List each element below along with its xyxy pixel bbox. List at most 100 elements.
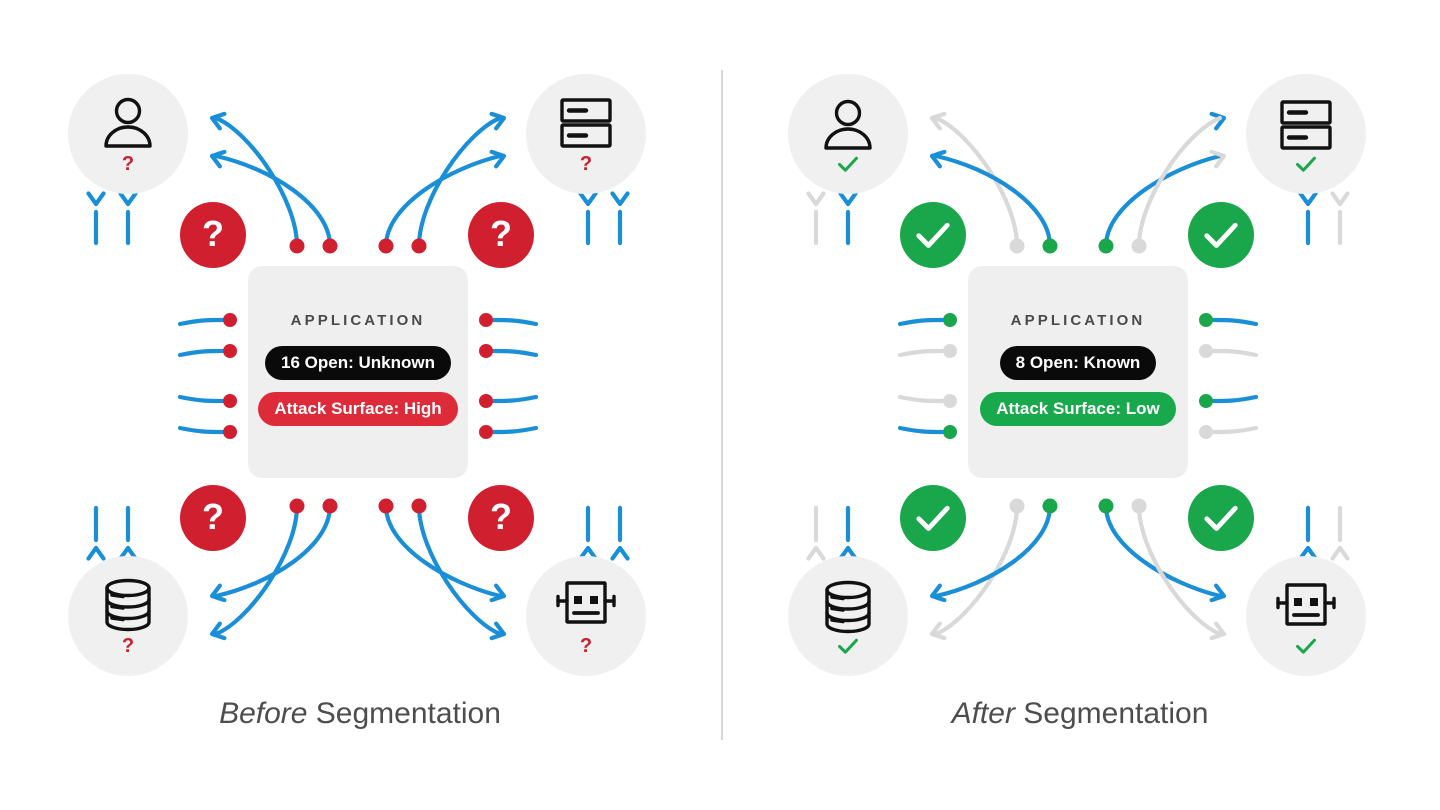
link-arrow-tl-0 — [929, 111, 947, 131]
stub-arrow-bl-0 — [86, 545, 106, 561]
check-icon — [1204, 505, 1238, 531]
card-port-dot-right-2 — [479, 394, 493, 408]
link-arrow-tr-0 — [489, 111, 507, 131]
link-arrow-tl-0 — [209, 111, 227, 131]
panel-caption-rest: Segmentation — [1014, 697, 1209, 730]
link-arrow-br-1 — [1209, 621, 1227, 641]
badge-top-right[interactable]: ? — [468, 202, 534, 268]
card-port-dot-right-1 — [1199, 344, 1213, 358]
panel-caption: Before Segmentation — [0, 697, 720, 731]
link-dot-bl-0 — [289, 498, 305, 514]
badge-bottom-left[interactable] — [900, 485, 966, 551]
card-port-dot-left-2 — [223, 394, 237, 408]
stub-arrow-tl-1 — [118, 191, 138, 207]
link-dot-br-1 — [411, 498, 427, 514]
stub-arrow-tl-1 — [838, 191, 858, 207]
user-icon — [824, 99, 872, 150]
node-verified-check-icon — [1295, 638, 1317, 654]
question-icon: ? — [202, 496, 224, 537]
card-port-dot-left-0 — [223, 313, 237, 327]
application-card-title: APPLICATION — [290, 312, 426, 329]
attack-surface-badge: Attack Surface: Low — [980, 392, 1176, 426]
card-port-dot-left-2 — [943, 394, 957, 408]
badge-bottom-left[interactable]: ? — [180, 485, 246, 551]
link-arrow-bl-0 — [929, 621, 947, 641]
badge-bottom-right[interactable] — [1188, 485, 1254, 551]
node-verified-check-icon — [1295, 156, 1317, 172]
card-port-line-left-2 — [177, 394, 225, 404]
link-arrow-tr-1 — [489, 149, 507, 169]
link-arrow-bl-1 — [209, 583, 227, 603]
robot-icon — [1276, 583, 1336, 626]
node-server[interactable]: ? — [526, 74, 646, 194]
attack-surface-badge: Attack Surface: High — [258, 392, 458, 426]
link-arrow-br-0 — [489, 583, 507, 603]
card-port-line-right-0 — [1211, 317, 1259, 327]
link-arrow-tr-1 — [1209, 149, 1227, 169]
node-database[interactable]: ? — [68, 556, 188, 676]
card-port-dot-right-0 — [479, 313, 493, 327]
card-port-dot-left-1 — [943, 344, 957, 358]
panel-caption-rest: Segmentation — [307, 697, 501, 730]
stub-arrow-tr-0 — [1298, 191, 1318, 207]
application-card-title: APPLICATION — [1010, 312, 1146, 329]
panel-divider — [721, 70, 723, 740]
card-port-dot-right-3 — [479, 425, 493, 439]
link-arrow-tl-1 — [209, 149, 227, 169]
link-dot-br-0 — [1098, 498, 1114, 514]
link-dot-tr-1 — [1131, 238, 1147, 254]
node-unknown-question-icon: ? — [579, 153, 593, 175]
card-port-line-left-3 — [897, 425, 945, 435]
robot-icon — [556, 581, 616, 624]
node-verified-check-icon — [837, 638, 859, 654]
badge-top-left[interactable] — [900, 202, 966, 268]
card-port-dot-right-1 — [479, 344, 493, 358]
link-dot-br-1 — [1131, 498, 1147, 514]
card-port-dot-right-3 — [1199, 425, 1213, 439]
panel-caption-emphasis: Before — [219, 697, 308, 730]
link-dot-tr-0 — [378, 238, 394, 254]
link-arrow-br-1 — [489, 621, 507, 641]
card-port-line-left-0 — [897, 317, 945, 327]
database-icon — [825, 580, 871, 634]
check-icon — [916, 505, 950, 531]
stub-arrow-bl-0 — [806, 545, 826, 561]
node-unknown-question-icon: ? — [121, 635, 135, 657]
card-port-line-right-0 — [491, 317, 539, 327]
node-user[interactable]: ? — [68, 74, 188, 194]
link-arrow-bl-0 — [209, 621, 227, 641]
check-icon — [916, 222, 950, 248]
link-arrow-tl-1 — [929, 149, 947, 169]
badge-bottom-right[interactable]: ? — [468, 485, 534, 551]
node-database[interactable] — [788, 556, 908, 676]
node-machine[interactable] — [1246, 556, 1366, 676]
node-unknown-question-icon: ? — [121, 153, 135, 175]
check-icon — [1204, 222, 1238, 248]
question-icon: ? — [490, 496, 512, 537]
card-port-line-right-1 — [1211, 348, 1259, 358]
card-port-dot-right-0 — [1199, 313, 1213, 327]
link-arrow-bl-1 — [929, 583, 947, 603]
link-dot-tl-0 — [289, 238, 305, 254]
open-ports-badge: 16 Open: Unknown — [265, 346, 451, 380]
user-icon — [104, 97, 152, 148]
card-port-dot-left-3 — [223, 425, 237, 439]
badge-top-left[interactable]: ? — [180, 202, 246, 268]
card-port-line-left-3 — [177, 425, 225, 435]
node-server[interactable] — [1246, 74, 1366, 194]
node-verified-check-icon — [837, 156, 859, 172]
card-port-dot-left-3 — [943, 425, 957, 439]
link-dot-bl-1 — [322, 498, 338, 514]
link-dot-bl-0 — [1009, 498, 1025, 514]
card-port-line-right-1 — [491, 348, 539, 358]
node-user[interactable] — [788, 74, 908, 194]
badge-top-right[interactable] — [1188, 202, 1254, 268]
open-ports-badge: 8 Open: Known — [999, 346, 1157, 380]
card-port-dot-left-1 — [223, 344, 237, 358]
node-machine[interactable]: ? — [526, 556, 646, 676]
card-port-line-left-1 — [897, 348, 945, 358]
